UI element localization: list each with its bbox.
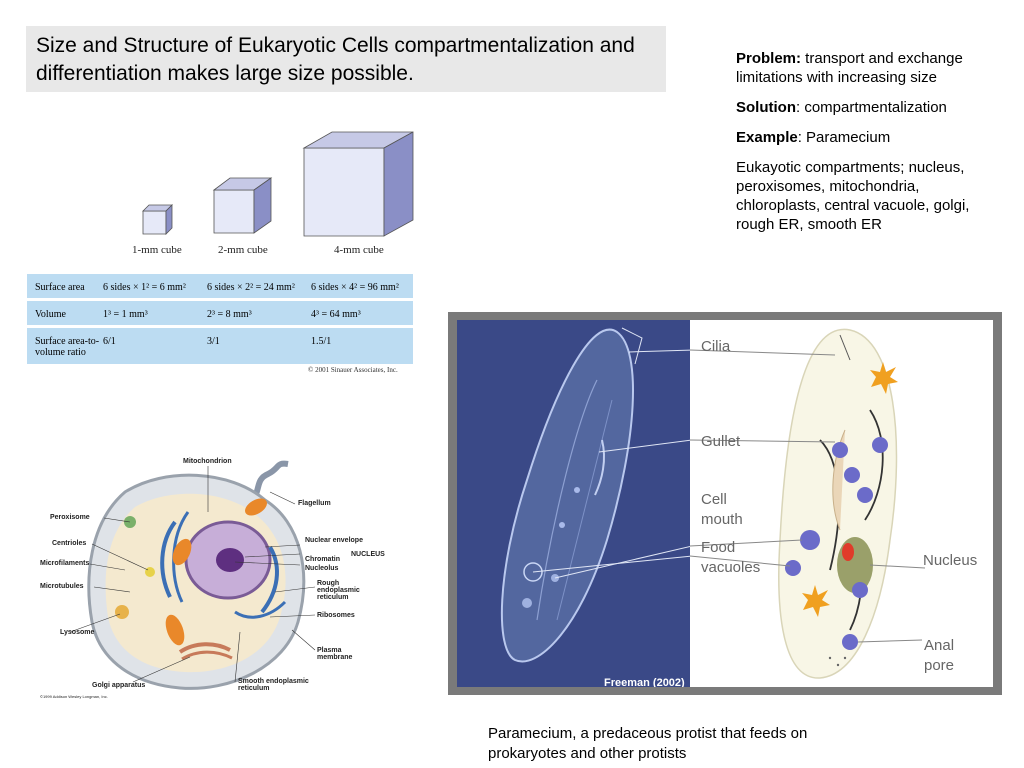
example-text: : Paramecium <box>797 129 891 146</box>
paramecium-photo-drawing <box>457 320 690 687</box>
problem-label: Problem: <box>736 50 802 67</box>
label-nuclear-envelope: Nuclear envelope <box>305 537 363 544</box>
label-gullet: Gullet <box>701 433 741 450</box>
label-golgi: Golgi apparatus <box>92 682 146 689</box>
table-cell: 1.5/1 <box>311 336 332 347</box>
centriole-shape <box>145 567 155 577</box>
table-cell: 1³ = 1 mm³ <box>103 309 148 320</box>
label-cilia: Cilia <box>701 338 731 355</box>
cube-label-4mm: 4-mm cube <box>334 244 384 256</box>
label-cell-mouth-2: mouth <box>701 511 743 528</box>
paramecium-photo: Freeman (2002) <box>457 320 690 687</box>
label-flagellum: Flagellum <box>298 500 331 507</box>
label-food-vacuoles-2: vacuoles <box>701 559 761 576</box>
cube-copyright: © 2001 Sinauer Associates, Inc. <box>308 366 398 374</box>
problem-solution-text: Problem: transport and exchange limitati… <box>736 49 996 245</box>
cube-figure: 1-mm cube 2-mm cube 4-mm cube <box>26 128 426 268</box>
cube-drawings <box>142 131 414 237</box>
table-cell: 6/1 <box>103 336 116 347</box>
label-nucleus: NUCLEUS <box>351 551 385 558</box>
cell-credit: ©1999 Addison Wesley Longman, Inc. <box>40 694 108 699</box>
table-cell: Volume <box>35 309 66 320</box>
nucleolus-shape <box>216 548 244 572</box>
label-rough-er: Rough endoplasmic reticulum <box>317 580 360 601</box>
cube-label-1mm: 1-mm cube <box>132 244 182 256</box>
label-anal-pore-2: pore <box>924 657 955 674</box>
table-cell: 4³ = 64 mm³ <box>311 309 361 320</box>
table-row: Volume 1³ = 1 mm³ 2³ = 8 mm³ 4³ = 64 mm³ <box>27 301 413 325</box>
cube-4mm <box>302 131 414 237</box>
solution-label: Solution <box>736 99 796 116</box>
label-food-vacuoles-1: Food <box>701 539 736 556</box>
label-mitochondrion: Mitochondrion <box>183 458 232 465</box>
example-label: Example <box>736 129 798 146</box>
freeman-credit: Freeman (2002) <box>604 677 685 687</box>
slide-title: Size and Structure of Eukaryotic Cells c… <box>26 26 666 92</box>
solution-line: Solution: compartmentalization <box>736 98 996 117</box>
label-microtubules: Microtubules <box>40 583 84 590</box>
label-centrioles: Centrioles <box>52 540 87 547</box>
cell-drawing <box>69 460 316 690</box>
lysosome-shape <box>115 605 129 619</box>
rough-er-shape <box>160 520 177 598</box>
label-chromatin: Chromatin <box>305 556 340 563</box>
compartments-text: Eukayotic compartments; nucleus, peroxis… <box>736 159 970 233</box>
table-cell: Surface area-to-volume ratio <box>35 336 100 358</box>
problem-line: Problem: transport and exchange limitati… <box>736 49 996 87</box>
cube-1mm <box>142 204 173 235</box>
label-anal-pore-1: Anal <box>924 637 955 654</box>
paramecium-diagram <box>690 320 993 687</box>
label-smooth-er: Smooth endoplasmic reticulum <box>238 678 309 692</box>
label-microfilaments: Microfilaments <box>40 560 90 567</box>
paramecium-figure: Freeman (2002) <box>448 312 1002 695</box>
label-ribosomes: Ribosomes <box>317 612 355 619</box>
animal-cell-figure: Mitochondrion Flagellum Peroxisome Nucle… <box>30 452 385 702</box>
table-row: Surface area 6 sides × 1² = 6 mm² 6 side… <box>27 274 413 298</box>
table-cell: 6 sides × 2² = 24 mm² <box>207 282 295 293</box>
table-cell: Surface area <box>35 282 85 293</box>
label-cell-mouth-1: Cell <box>701 491 727 508</box>
label-plasma-membrane: Plasma membrane <box>317 647 353 661</box>
mitochondrion-shape <box>172 538 192 566</box>
label-lysosome: Lysosome <box>60 629 95 636</box>
table-row: Surface area-to-volume ratio 6/1 3/1 1.5… <box>27 328 413 364</box>
table-cell: 6 sides × 4² = 96 mm² <box>311 282 399 293</box>
paramecium-diagram-drawing <box>690 328 926 679</box>
label-nucleolus: Nucleolus <box>305 565 339 572</box>
cube-label-2mm: 2-mm cube <box>218 244 268 256</box>
example-line: Example: Paramecium <box>736 128 996 147</box>
golgi-shape <box>178 642 231 654</box>
label-peroxisome: Peroxisome <box>50 514 90 521</box>
label-nucleus-para: Nucleus <box>923 552 978 569</box>
paramecium-caption: Paramecium, a predaceous protist that fe… <box>488 725 808 762</box>
solution-text: : compartmentalization <box>796 99 947 116</box>
table-cell: 6 sides × 1² = 6 mm² <box>103 282 186 293</box>
problem-text: transport and exchange limitations with … <box>736 50 963 86</box>
table-cell: 3/1 <box>207 336 220 347</box>
table-cell: 2³ = 8 mm³ <box>207 309 252 320</box>
surface-volume-table: Surface area 6 sides × 1² = 6 mm² 6 side… <box>27 274 413 367</box>
cube-2mm <box>212 177 273 234</box>
